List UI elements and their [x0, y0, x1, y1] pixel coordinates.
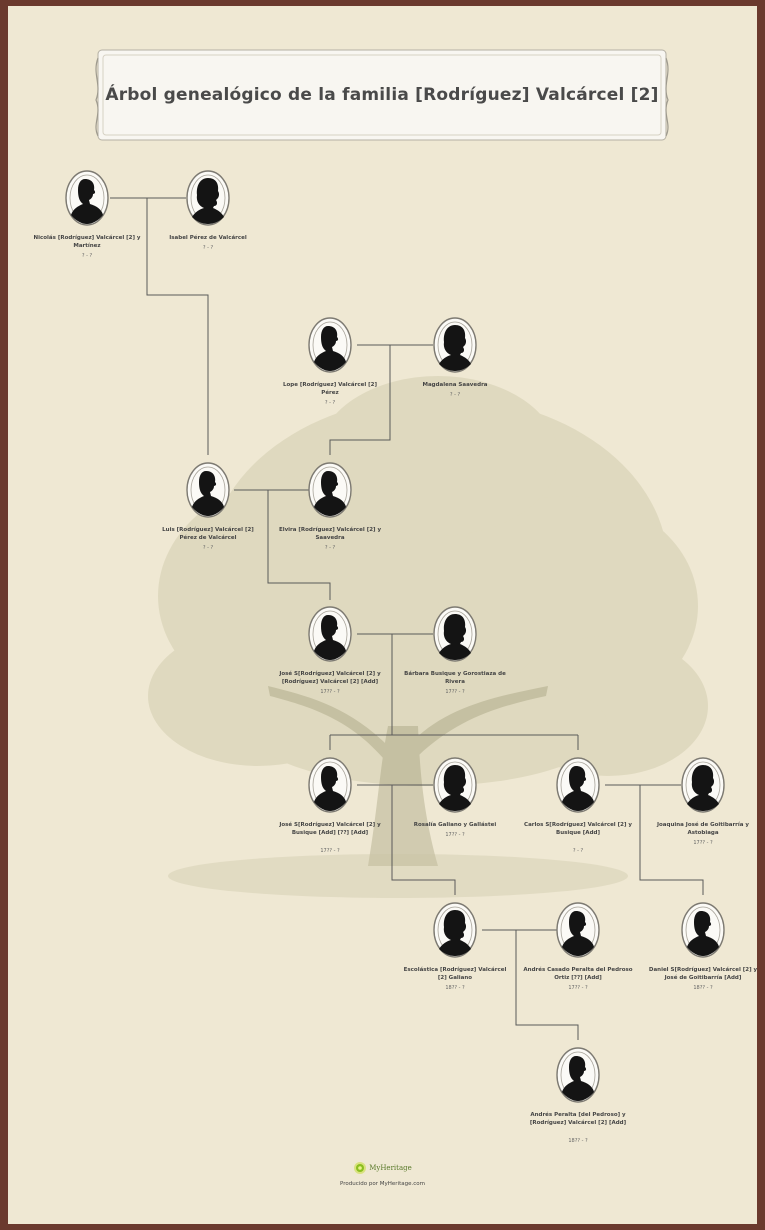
person-name: Andrés Casado Peralta del Pedroso Ortiz …	[523, 967, 633, 981]
person-name: Andrés Peralta [del Pedroso] y [Rodrígue…	[529, 1112, 627, 1126]
portrait-silhouette-icon	[308, 757, 352, 813]
person-name: José S[Rodríguez] Valcárcel [2] y Busiqu…	[279, 822, 381, 836]
person-name: Joaquina José de Goitibarría y Astobiaga	[656, 822, 749, 836]
portrait-silhouette-icon	[186, 462, 230, 518]
footer-brand: MyHeritage	[369, 1164, 412, 1172]
person-card-elvira[interactable]: Elvira [Rodríguez] Valcárcel [2] y Saave…	[275, 460, 385, 552]
person-dates: 18?? - ?	[568, 1138, 588, 1144]
person-card-nicolas[interactable]: Nicolás [Rodríguez] Valcárcel [2] y Mart…	[32, 168, 142, 260]
person-dates: ? - ?	[202, 545, 214, 551]
portrait-silhouette-icon	[433, 317, 477, 373]
person-dates: ? - ?	[324, 545, 336, 551]
person-card-daniel[interactable]: Daniel S[Rodríguez] Valcárcel [2] y José…	[648, 900, 758, 992]
portrait-silhouette-icon	[186, 170, 230, 226]
person-name: Magdalena Saavedra	[422, 382, 488, 388]
person-dates: ? - ?	[202, 245, 214, 251]
person-card-lope[interactable]: Lope [Rodríguez] Valcárcel [2] Pérez ? -…	[275, 315, 385, 407]
person-name: José S[Rodríguez] Valcárcel [2] y [Rodrí…	[279, 671, 381, 685]
portrait-silhouette-icon	[308, 462, 352, 518]
connector-descent-6	[639, 785, 704, 895]
page-title: Árbol genealógico de la familia [Rodrígu…	[105, 85, 659, 105]
portrait-silhouette-icon	[556, 1047, 600, 1103]
portrait-silhouette-icon	[65, 170, 109, 226]
portrait-silhouette-icon	[681, 902, 725, 958]
person-dates: 17?? - ?	[445, 689, 465, 695]
person-dates: 18?? - ?	[445, 985, 465, 991]
person-dates: 17?? - ?	[320, 848, 340, 854]
portrait-silhouette-icon	[556, 757, 600, 813]
person-card-magdalena[interactable]: Magdalena Saavedra ? - ?	[400, 315, 510, 399]
person-dates: ? - ?	[81, 253, 93, 259]
person-dates: ? - ?	[449, 392, 461, 398]
person-dates: 17?? - ?	[320, 689, 340, 695]
connector-descent-1	[146, 198, 209, 455]
myheritage-leaf-icon	[354, 1162, 367, 1174]
connector-descent-3	[267, 490, 331, 600]
person-name: Lope [Rodríguez] Valcárcel [2] Pérez	[282, 382, 378, 396]
person-name: Escolástica [Rodríguez] Valcárcel [2] Ga…	[403, 967, 507, 981]
person-name: Luis [Rodríguez] Valcárcel [2] Pérez de …	[162, 527, 254, 541]
footer-logo[interactable]: MyHeritage	[353, 1161, 412, 1175]
person-dates: ? - ?	[324, 400, 336, 406]
connector-descent-2	[329, 345, 391, 455]
person-name: Isabel Pérez de Valcárcel	[169, 235, 247, 241]
person-name: Nicolás [Rodríguez] Valcárcel [2] y Mart…	[33, 235, 141, 249]
portrait-silhouette-icon	[308, 317, 352, 373]
person-name: Carlos S[Rodríguez] Valcárcel [2] y Busi…	[524, 822, 632, 836]
portrait-silhouette-icon	[556, 902, 600, 958]
person-card-escolastica[interactable]: Escolástica [Rodríguez] Valcárcel [2] Ga…	[400, 900, 510, 992]
person-card-luis[interactable]: Luis [Rodríguez] Valcárcel [2] Pérez de …	[153, 460, 263, 552]
portrait-silhouette-icon	[308, 606, 352, 662]
person-card-andres-peralta[interactable]: Andrés Peralta [del Pedroso] y [Rodrígue…	[523, 1045, 633, 1145]
portrait-silhouette-icon	[433, 606, 477, 662]
person-dates: 17?? - ?	[568, 985, 588, 991]
connector-descent-7	[515, 930, 579, 1040]
person-dates: 17?? - ?	[693, 840, 713, 846]
person-card-jose-1[interactable]: José S[Rodríguez] Valcárcel [2] y [Rodrí…	[275, 604, 385, 696]
person-card-joaquina[interactable]: Joaquina José de Goitibarría y Astobiaga…	[648, 755, 758, 847]
person-name: Daniel S[Rodríguez] Valcárcel [2] y José…	[648, 967, 758, 981]
person-card-barbara[interactable]: Bárbara Busique y Gorostiaza de Rivera 1…	[400, 604, 510, 696]
person-card-carlos[interactable]: Carlos S[Rodríguez] Valcárcel [2] y Busi…	[523, 755, 633, 855]
footer: MyHeritage Producido por MyHeritage.com	[300, 1160, 465, 1187]
portrait-silhouette-icon	[681, 757, 725, 813]
person-name: Elvira [Rodríguez] Valcárcel [2] y Saave…	[278, 527, 382, 541]
connector-descent-5	[391, 785, 456, 895]
title-card	[95, 49, 669, 141]
person-card-isabel[interactable]: Isabel Pérez de Valcárcel ? - ?	[153, 168, 263, 252]
person-card-jose-2[interactable]: José S[Rodríguez] Valcárcel [2] y Busiqu…	[275, 755, 385, 855]
portrait-silhouette-icon	[433, 757, 477, 813]
person-dates: ? - ?	[572, 848, 584, 854]
person-dates: 17?? - ?	[445, 832, 465, 838]
portrait-silhouette-icon	[433, 902, 477, 958]
person-name: Bárbara Busique y Gorostiaza de Rivera	[404, 671, 506, 685]
person-dates: 18?? - ?	[693, 985, 713, 991]
person-card-andres-casado[interactable]: Andrés Casado Peralta del Pedroso Ortiz …	[523, 900, 633, 992]
footer-credit: Producido por MyHeritage.com	[340, 1181, 425, 1187]
person-card-rosalia[interactable]: Rosalía Galiano y Gallástei 17?? - ?	[400, 755, 510, 839]
person-name: Rosalía Galiano y Gallástei	[413, 822, 497, 828]
